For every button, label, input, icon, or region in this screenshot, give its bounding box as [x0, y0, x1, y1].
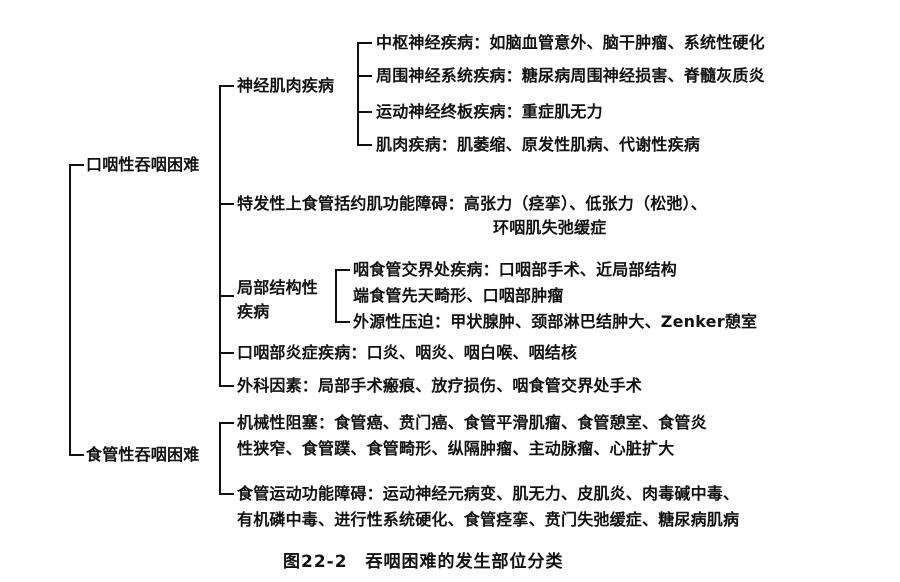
- idiopathic-line-1: 特发性上食管括约肌功能障碍：高张力（痉挛）、低张力（松弛）、: [237, 194, 708, 213]
- congenital-malformation-item: 端食管先天畸形、口咽部肿瘤: [353, 286, 564, 305]
- inflammatory-item: 口咽部炎症疾病：口炎、咽炎、咽白喉、咽结核: [237, 343, 578, 362]
- oral-dysphagia-label: 口咽性吞咽困难: [86, 155, 200, 174]
- mechanical-line-1: 机械性阻塞：食管癌、贲门癌、食管平滑肌瘤、食管憩室、食管炎: [237, 413, 707, 432]
- external-compression-item: 外源性压迫：甲状腺肿、颈部淋巴结肿大、Zenker憩室: [353, 312, 758, 331]
- neuromuscular-label: 神经肌肉疾病: [237, 76, 335, 95]
- surgical-item: 外科因素：局部手术瘢痕、放疗损伤、咽食管交界处手术: [237, 376, 643, 395]
- pharyngo-esophageal-item: 咽食管交界处疾病：口咽部手术、近局部结构: [353, 260, 678, 279]
- local-structural-label-2: 疾病: [237, 302, 270, 321]
- peripheral-nerve-item: 周围神经系统疾病：糖尿病周围神经损害、脊髓灰质炎: [376, 66, 765, 85]
- endplate-item: 运动神经终板疾病：重症肌无力: [376, 102, 603, 121]
- idiopathic-line-2: 环咽肌失弛缓症: [493, 218, 607, 237]
- motility-line-1: 食管运动功能障碍：运动神经元病变、肌无力、皮肌炎、肉毒碱中毒、: [237, 484, 740, 503]
- esophageal-dysphagia-label: 食管性吞咽困难: [86, 445, 200, 464]
- muscle-disease-item: 肌肉疾病：肌萎缩、原发性肌病、代谢性疾病: [376, 135, 701, 154]
- mechanical-line-2: 性狭窄、食管蹼、食管畸形、纵隔肿瘤、主动脉瘤、心脏扩大: [237, 439, 675, 458]
- local-structural-label-1: 局部结构性: [237, 278, 319, 297]
- central-nerve-item: 中枢神经疾病：如脑血管意外、脑干肿瘤、系统性硬化: [376, 33, 765, 52]
- motility-line-2: 有机磷中毒、进行性系统硬化、食管痉挛、贲门失弛缓症、糖尿病肌病: [237, 510, 740, 529]
- figure-caption: 图22-2 吞咽困难的发生部位分类: [283, 552, 564, 572]
